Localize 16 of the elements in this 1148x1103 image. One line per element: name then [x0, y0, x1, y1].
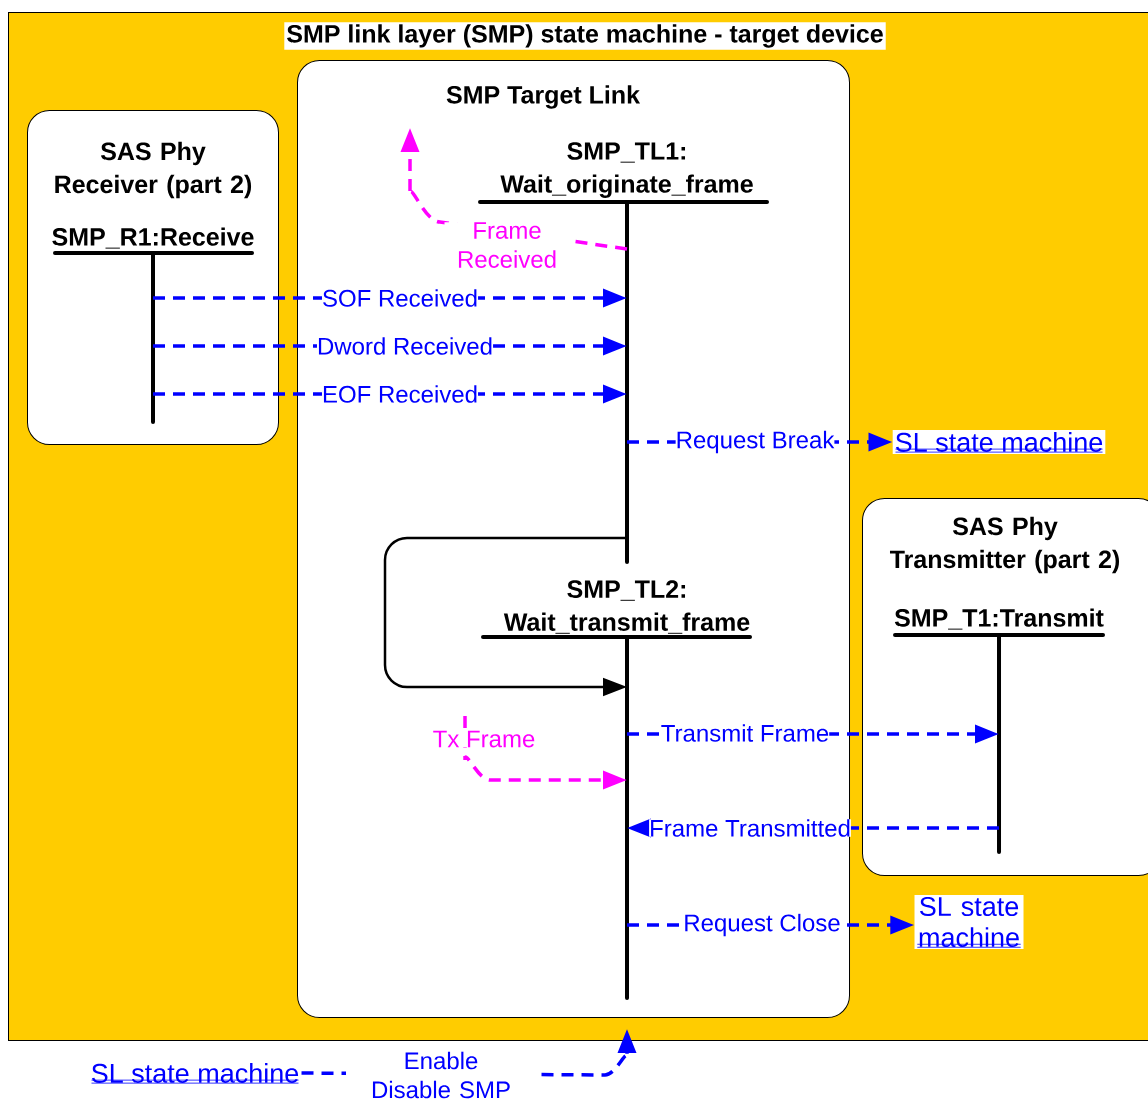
state-label: SMP_TL2: Wait_transmit_frame [503, 580, 750, 634]
link-text: SL state machine [892, 430, 1106, 454]
edge-label: Enable Disable SMP [346, 1051, 536, 1099]
edge-label: Frame Transmitted [649, 819, 851, 837]
state-label: SMP_R1:Receive [52, 227, 254, 249]
edge-label: Transmit Frame [660, 724, 830, 742]
state-label: SMP_TL1: Wait_originate_frame [500, 142, 753, 198]
edge-label: Request Close [683, 913, 841, 937]
edge-label: Frame Received [444, 222, 570, 268]
edge-label: Request Break [675, 430, 835, 454]
link-text: SL state machine [88, 1061, 302, 1085]
edge-label: EOF Received [322, 385, 479, 403]
link-text: SL state machine [914, 894, 1024, 950]
state-label: SMP_T1:Transmit [894, 608, 1104, 630]
edge-label: SOF Received [322, 289, 479, 307]
edge-label: Dword Received [316, 337, 494, 355]
